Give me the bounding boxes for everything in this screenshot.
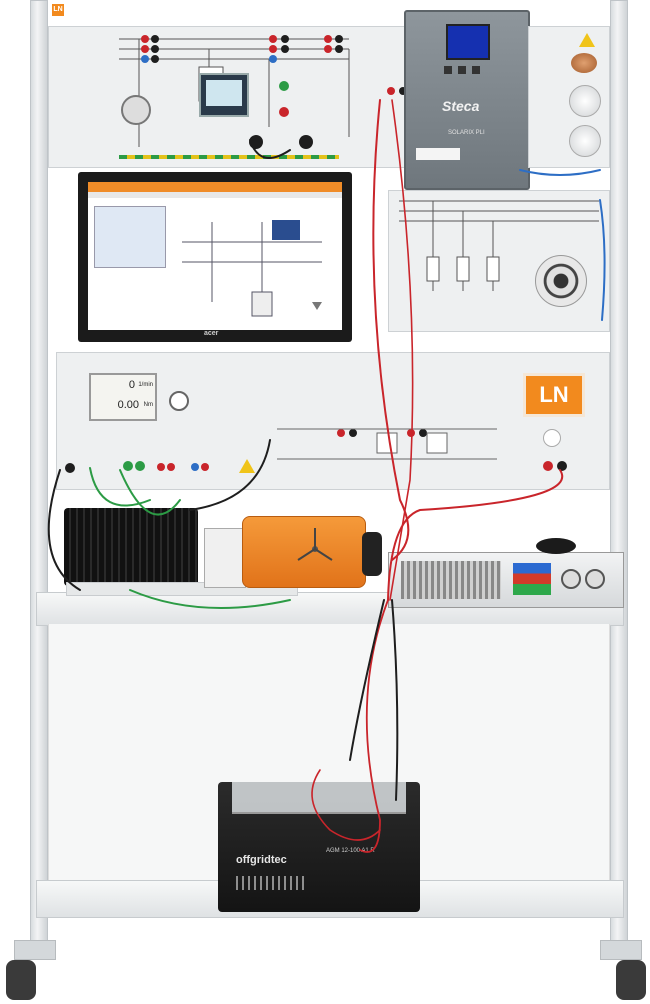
speed-unit: 1/min [138,382,153,388]
screen-diagram [182,220,322,317]
inverter-button[interactable] [472,66,480,74]
left-caster-wheel [6,960,36,1000]
corner-logo: LN [52,4,64,16]
inverter-button[interactable] [458,66,466,74]
control-knob[interactable] [169,391,189,411]
mouse[interactable] [536,538,576,554]
rotary-switch[interactable] [121,95,151,125]
solar-inverter: Steca SOLARIX PLI [404,10,530,190]
torque-unit: Nm [143,402,153,408]
coupling-housing [204,528,246,588]
inverter-warning-label [416,148,460,160]
power-supply-display [513,563,551,595]
inverter-model: SOLARIX PLI [448,130,485,136]
turbine-icon [297,528,333,561]
lamp [569,125,601,157]
lamp [569,85,601,117]
right-foot [600,940,642,960]
copper-component [571,53,597,73]
monitor-brand: acer [204,330,219,337]
torque-value: 0.00 [117,399,139,411]
voltage-knob[interactable] [561,569,581,589]
battery-brand: offgridtec [236,854,287,866]
left-foot [14,940,56,960]
speed-torque-display: 0 1/min 0.00 Nm [89,373,157,421]
bus-lines [399,200,599,291]
current-knob[interactable] [585,569,605,589]
generator-wheel [362,532,382,576]
dc-power-supply [388,552,624,608]
warning-triangle-icon [239,459,255,473]
lucas-nuelle-logo: LN [523,373,585,417]
machine-control-panel: 0 1/min 0.00 Nm LN [56,352,610,490]
power-meter [199,73,249,117]
inverter-brand: Steca [442,98,480,114]
logo-text: LN [539,382,569,407]
inverter-display [446,24,490,60]
inverter-button[interactable] [444,66,452,74]
monitor-screen [88,182,342,330]
speed-value: 0 [128,379,135,391]
middle-right-panel [388,190,610,332]
screen-table [94,206,166,268]
monitor: acer [78,172,352,342]
warning-triangle-icon [579,33,595,47]
servo-motor [64,508,198,586]
right-caster-wheel [616,960,646,1000]
top-right-panel [528,26,610,168]
lamp [543,429,561,447]
fan-speaker [535,255,587,307]
battery-model: AGM 12-100 A1 R [326,848,375,854]
